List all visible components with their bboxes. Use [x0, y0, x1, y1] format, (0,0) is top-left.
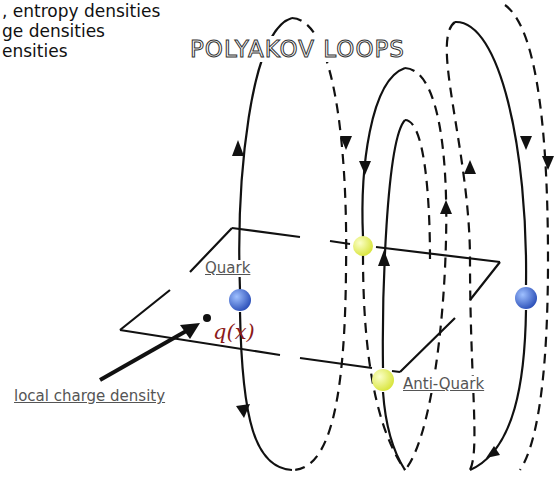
loop-solid — [239, 18, 526, 470]
particle-label: Quark — [204, 260, 251, 277]
density-symbol: q(x) — [213, 320, 255, 344]
pointer-label: local charge density — [14, 388, 165, 405]
loop-dashed — [292, 5, 548, 470]
arrowheads — [232, 136, 554, 458]
note-text: ge densities — [2, 22, 105, 42]
charge-spheres — [229, 236, 537, 391]
particle-label: Anti-Quark — [402, 376, 485, 393]
density-pointer — [100, 314, 211, 380]
note-text: ensities — [2, 42, 68, 62]
note-text: , entropy densities — [2, 2, 160, 22]
loops-title: POLYAKOV LOOPS — [188, 36, 407, 62]
